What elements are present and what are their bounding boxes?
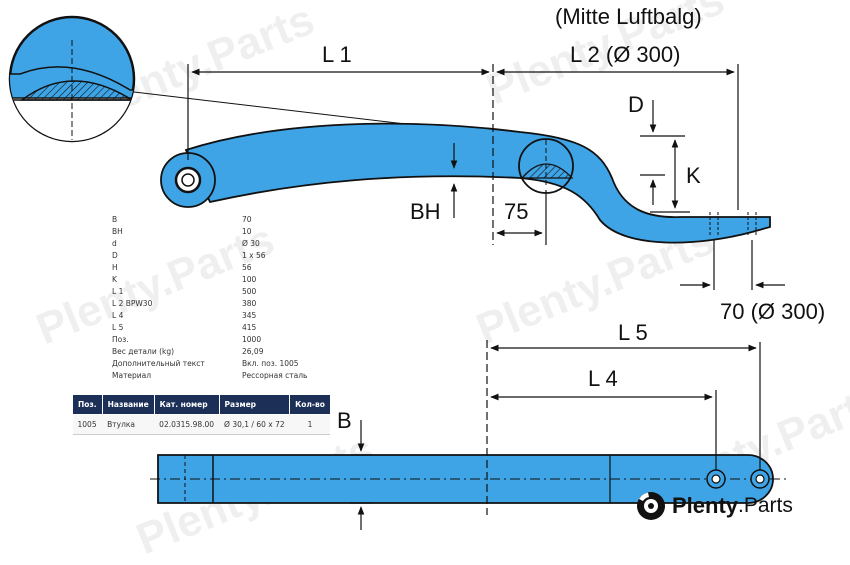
- spec-row: Поз. 1000: [112, 334, 342, 346]
- table-row: 1005 Втулка 02.0315.98.00 Ø 30,1 / 60 x …: [72, 414, 331, 435]
- spec-value: 380: [242, 299, 257, 308]
- brand-logo: Plenty .Parts: [636, 491, 793, 521]
- label-bh: BH: [410, 199, 441, 224]
- spec-value: 415: [242, 323, 257, 332]
- label-b: B: [337, 408, 352, 433]
- label-d: D: [628, 92, 644, 117]
- spec-value: 26,09: [242, 347, 264, 356]
- spec-value: Вкл. поз. 1005: [242, 359, 299, 368]
- table-header-row: Поз. Название Кат. номер Размер Кол-во: [72, 394, 331, 415]
- spec-row: D 1 x 56: [112, 250, 342, 262]
- label-l4: L 4: [588, 366, 618, 391]
- column-header: Кол-во: [289, 394, 331, 415]
- label-l1: L 1: [322, 42, 352, 67]
- parts-table: Поз. Название Кат. номер Размер Кол-во 1…: [72, 394, 331, 435]
- column-header: Поз.: [72, 394, 103, 415]
- spec-key: L 4: [112, 311, 124, 320]
- spec-value: 1000: [242, 335, 262, 344]
- leaf-spring-drawing: (Mitte Luftbalg) L 1 L 2 (Ø 300) D K BH …: [8, 4, 825, 530]
- column-header: Название: [101, 394, 155, 415]
- spec-row: Вес детали (kg) 26,09: [112, 346, 342, 358]
- brand-domain: .Parts: [738, 494, 793, 517]
- spec-row: BH 10: [112, 226, 342, 238]
- table-cell: 1: [289, 414, 331, 435]
- spec-key: D: [112, 251, 118, 260]
- label-70: 70 (Ø 300): [720, 299, 825, 324]
- column-header: Кат. номер: [153, 394, 220, 415]
- spec-row: L 1 500: [112, 286, 342, 298]
- spec-row: H 56: [112, 262, 342, 274]
- spec-row: B 70: [112, 214, 342, 226]
- spec-key: BH: [112, 227, 123, 236]
- spec-key: L 1: [112, 287, 124, 296]
- spec-key: K: [112, 275, 117, 284]
- spec-key: L 2 BPW30: [112, 299, 153, 308]
- table-cell: Втулка: [102, 414, 155, 435]
- spec-row: L 2 BPW30 380: [112, 298, 342, 310]
- spec-value: 1 x 56: [242, 251, 266, 260]
- label-75: 75: [504, 199, 528, 224]
- spec-row: L 5 415: [112, 322, 342, 334]
- spec-value: Рессорная сталь: [242, 371, 308, 380]
- spec-key: B: [112, 215, 118, 224]
- spec-key: Поз.: [112, 335, 129, 344]
- spec-row: K 100: [112, 274, 342, 286]
- spec-list: B 70 BH 10 d Ø 30 D 1 x 56 H 56 K 100 L 1 500 L…: [112, 214, 342, 382]
- bottom-dimension-lines: [350, 340, 761, 530]
- table-cell: 02.0315.98.00: [154, 414, 220, 435]
- detail-magnifier: [8, 15, 534, 143]
- spec-row: L 4 345: [112, 310, 342, 322]
- spec-key: Дополнительный текст: [112, 359, 205, 368]
- spec-row: d Ø 30: [112, 238, 342, 250]
- spec-value: 345: [242, 311, 257, 320]
- leaf-spring-side-view: [160, 122, 771, 244]
- spec-value: 500: [242, 287, 257, 296]
- spec-value: 70: [242, 215, 252, 224]
- spec-value: 10: [242, 227, 252, 236]
- brand-name: Plenty: [672, 493, 739, 518]
- leaf-spring-top-view: [150, 454, 790, 504]
- spec-key: Материал: [112, 371, 152, 380]
- label-l5: L 5: [618, 320, 648, 345]
- spec-value: Ø 30: [242, 239, 260, 248]
- table-cell: Ø 30,1 / 60 x 72: [219, 414, 290, 435]
- column-header: Размер: [218, 394, 291, 415]
- spec-key: H: [112, 263, 118, 272]
- spec-value: 56: [242, 263, 252, 272]
- label-l2: L 2 (Ø 300): [570, 42, 680, 67]
- spec-row: Материал Рессорная сталь: [112, 370, 342, 382]
- brake-disc-icon: [637, 492, 665, 520]
- spec-key: Вес детали (kg): [112, 347, 175, 356]
- spec-key: d: [112, 239, 117, 248]
- top-dimension-lines: [187, 64, 785, 290]
- table-cell: 1005: [72, 414, 103, 435]
- spec-row: Дополнительный текст Вкл. поз. 1005: [112, 358, 342, 370]
- label-mitte-luftbalg: (Mitte Luftbalg): [555, 4, 702, 29]
- spec-value: 100: [242, 275, 257, 284]
- spec-key: L 5: [112, 323, 124, 332]
- label-k: K: [686, 163, 701, 188]
